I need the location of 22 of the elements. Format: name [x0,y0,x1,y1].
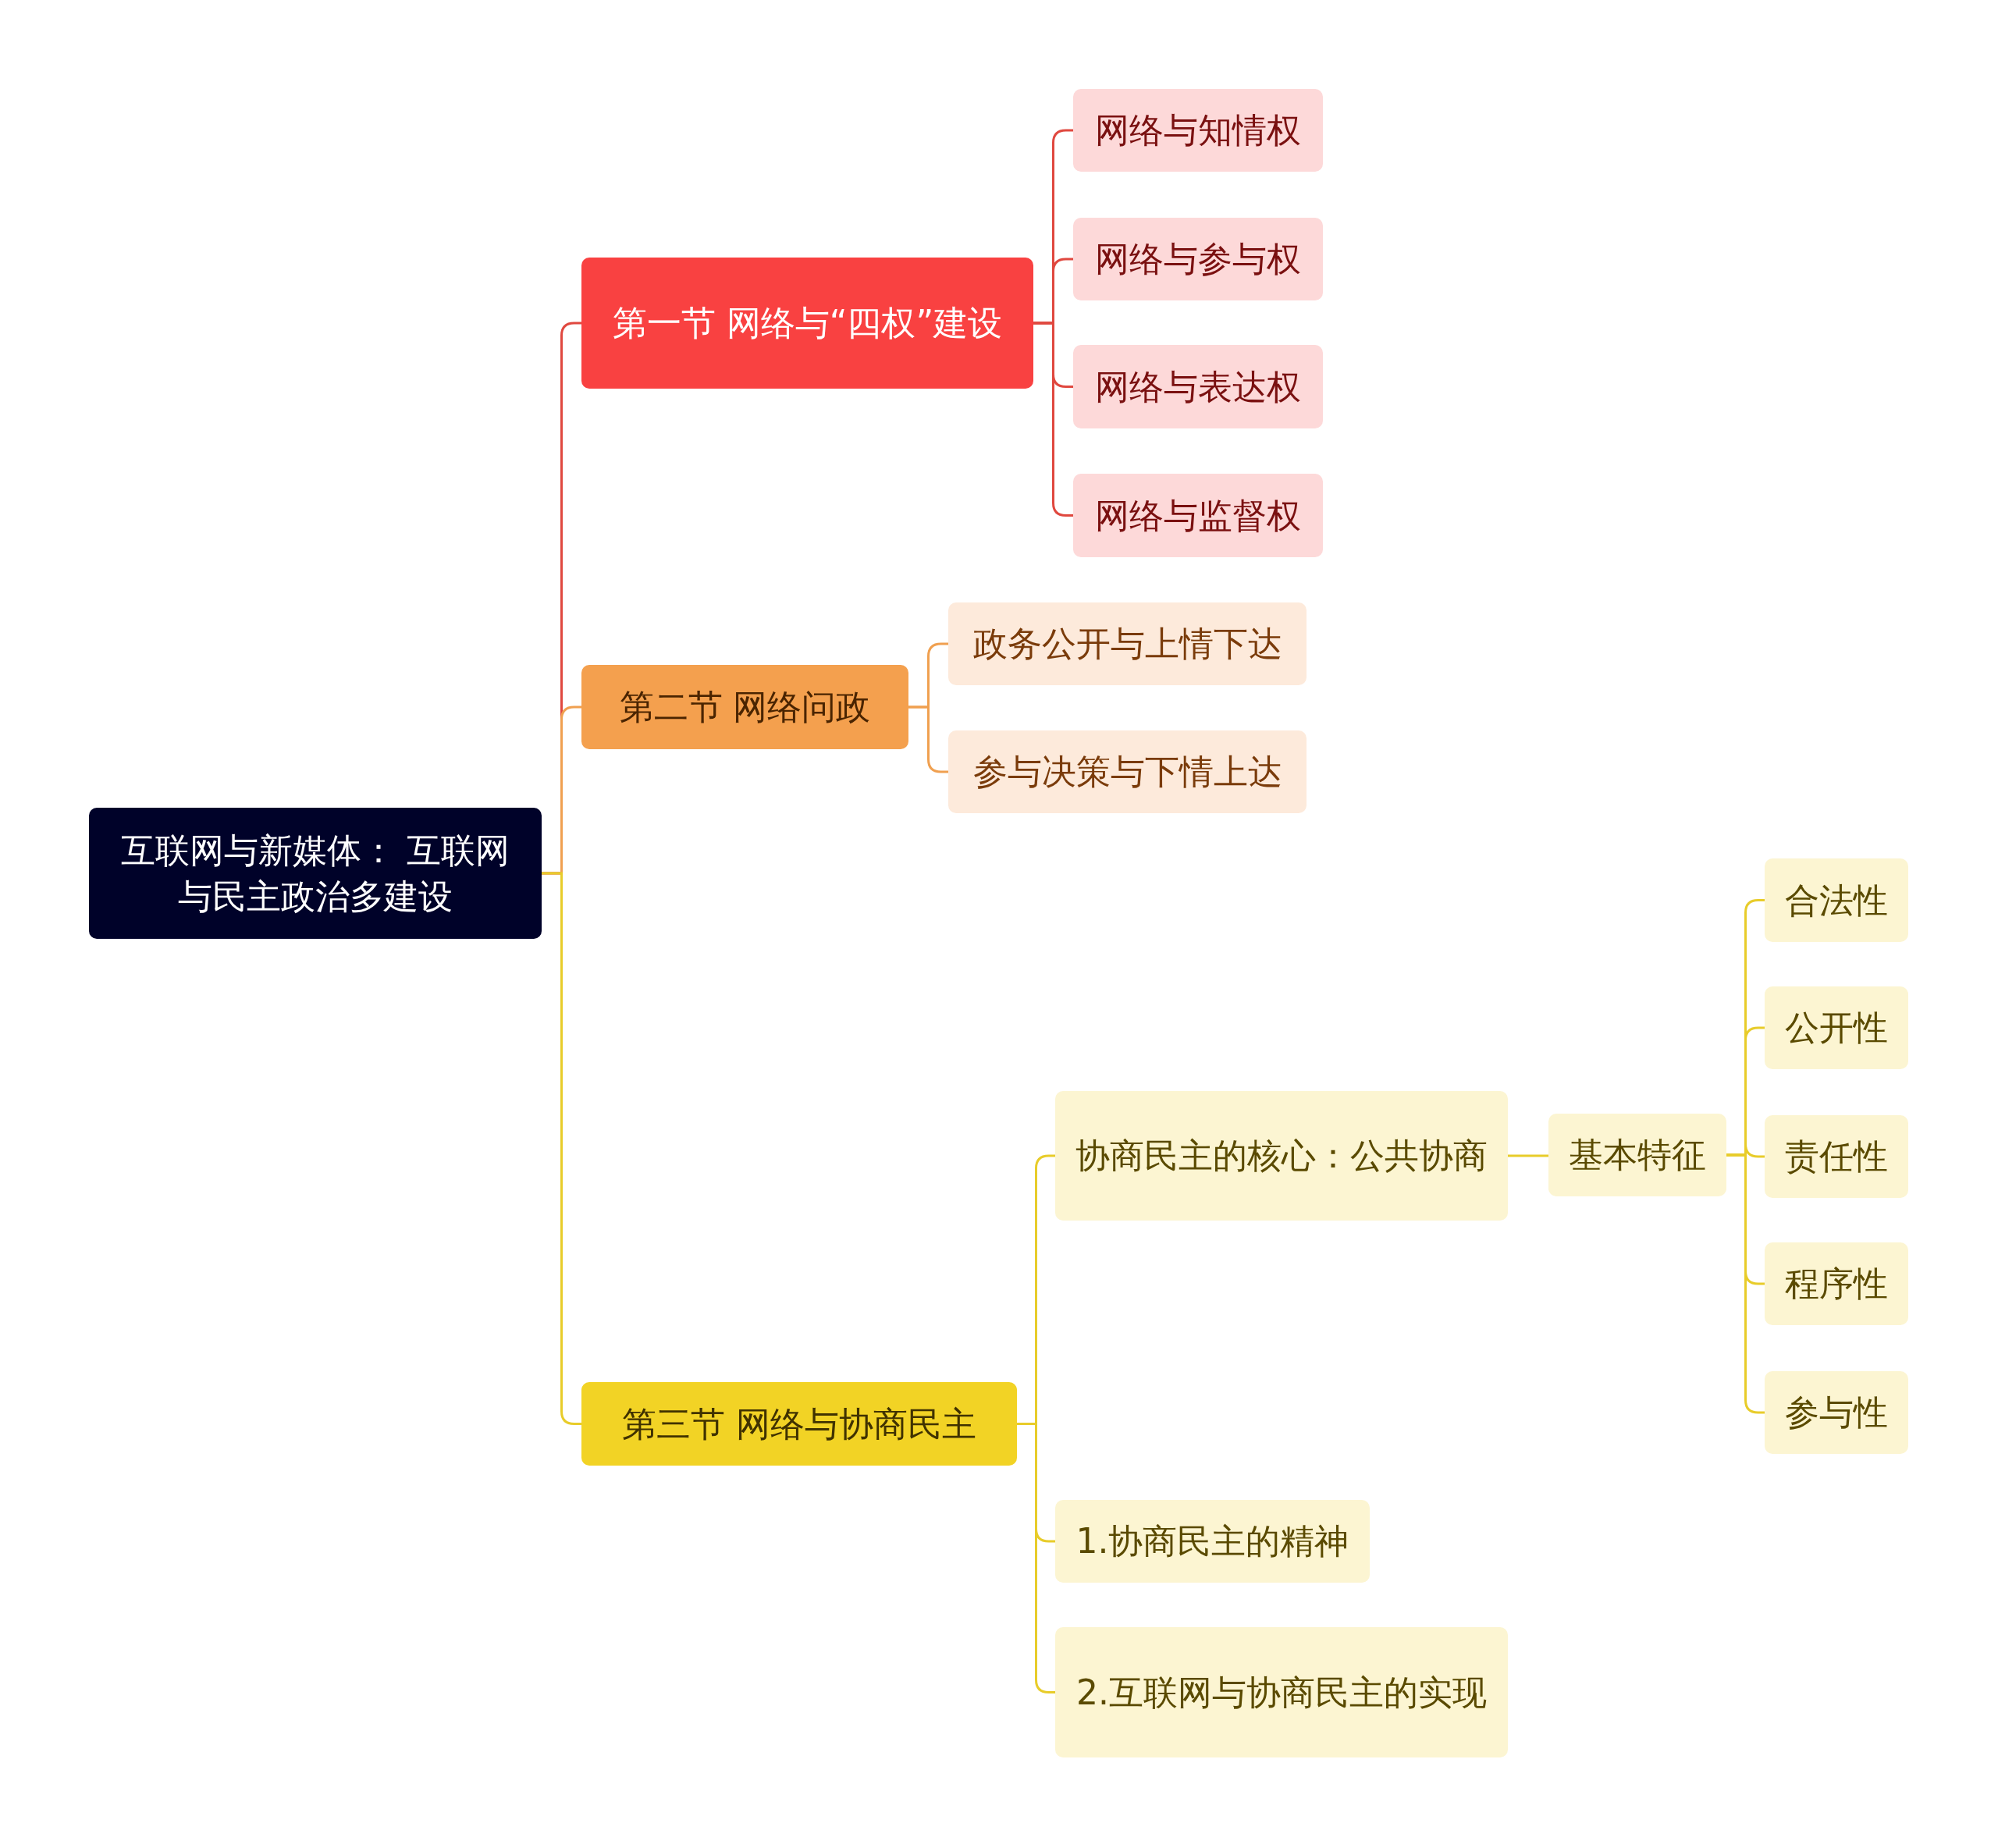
root-topic-box: 互联网与新媒体： 互联网与民主政治多建设 [89,808,542,939]
section-box: 第一节 网络与“四权”建设 [581,258,1033,389]
topic-box: 网络与参与权 [1073,218,1323,300]
topic-box: 网络与表达权 [1073,345,1323,428]
connector-line [1508,1154,1548,1157]
topic-box: 政务公开与上情下达 [948,602,1307,685]
topic-box: 基本特征 [1548,1114,1726,1196]
topic-box: 2.互联网与协商民主的实现 [1055,1627,1508,1757]
topic-box: 责任性 [1765,1115,1908,1198]
topic-box: 参与性 [1765,1371,1908,1454]
connector-line [1726,1153,1765,1414]
topic-box: 协商民主的核心：公共协商 [1055,1091,1508,1221]
section-box: 第三节 网络与协商民主 [581,1382,1017,1466]
topic-box: 参与决策与下情上达 [948,730,1307,813]
topic-box: 公开性 [1765,986,1908,1069]
topic-box: 1.协商民主的精神 [1055,1500,1370,1583]
topic-box: 网络与监督权 [1073,474,1323,557]
connector-line [1017,1423,1055,1693]
topic-box: 网络与知情权 [1073,89,1323,172]
section-box: 第二节 网络问政 [581,665,908,749]
topic-box: 合法性 [1765,858,1908,942]
topic-box: 程序性 [1765,1242,1908,1325]
